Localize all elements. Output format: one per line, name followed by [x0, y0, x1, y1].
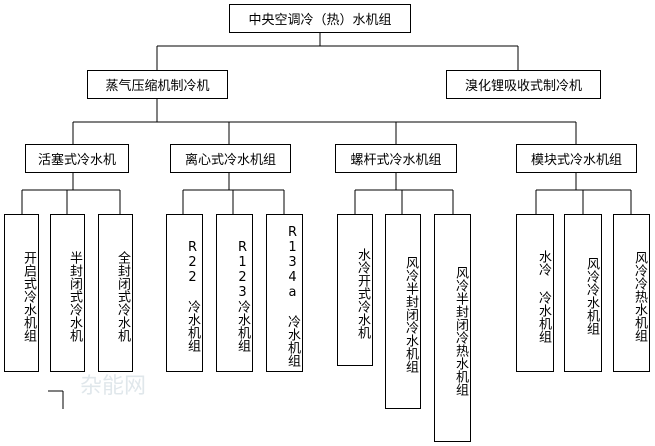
watermark-text: 杂能网 [80, 374, 147, 399]
leaf-label: R22 冷水机组 [185, 240, 200, 352]
leaf-label: R123冷水机组 [235, 240, 250, 352]
leaf-modular-air-heat: 风冷冷热水机组 [613, 214, 650, 372]
leaf-label: 全封闭式冷水机 [115, 250, 130, 342]
leaf-label: 风冷冷热水机组 [632, 250, 647, 342]
leaf-screw-air-semi: 风冷半封闭冷水机组 [385, 214, 421, 409]
leaf-label: 风冷半封闭冷热水机组 [453, 266, 468, 396]
leaf-label: 水冷 冷水机组 [536, 249, 551, 343]
root-node: 中央空调冷（热）水机组 [229, 4, 411, 33]
node-screw-chiller: 螺杆式冷水机组 [335, 144, 457, 173]
leaf-centrifugal-r134a: R134a 冷水机组 [266, 214, 303, 372]
leaf-centrifugal-r123: R123冷水机组 [216, 214, 253, 372]
leaf-label: R134a 冷水机组 [285, 225, 300, 367]
leaf-label: 水冷开式冷水机 [355, 247, 370, 339]
node-absorption: 溴化锂吸收式制冷机 [446, 70, 601, 99]
node-centrifugal-chiller: 离心式冷水机组 [170, 144, 291, 173]
leaf-screw-air-semi-heat: 风冷半封闭冷热水机组 [434, 214, 471, 442]
leaf-piston-semi-hermetic: 半封闭式冷水机 [50, 214, 85, 372]
leaf-label: 半封闭式冷水机 [67, 250, 82, 342]
leaf-label: 开启式冷水机组 [21, 250, 36, 342]
leaf-piston-full-hermetic: 全封闭式冷水机 [98, 214, 133, 372]
leaf-modular-air: 风冷冷水机组 [564, 214, 602, 372]
node-modular-chiller: 模块式冷水机组 [516, 144, 637, 173]
node-steam-compression: 蒸气压缩机制冷机 [87, 70, 228, 99]
leaf-label: 风冷冷水机组 [584, 257, 599, 335]
leaf-piston-open: 开启式冷水机组 [4, 214, 39, 372]
leaf-centrifugal-r22: R22 冷水机组 [166, 214, 203, 372]
node-piston-chiller: 活塞式冷水机 [25, 144, 129, 173]
leaf-label: 风冷半封闭冷水机组 [403, 256, 418, 373]
leaf-screw-water-open: 水冷开式冷水机 [337, 214, 373, 366]
leaf-modular-water: 水冷 冷水机组 [516, 214, 554, 372]
